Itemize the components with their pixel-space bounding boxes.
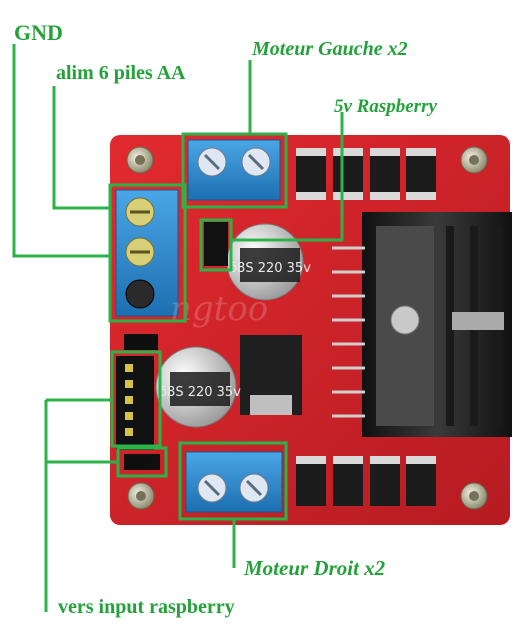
capacitor-top: δ8S 220 35v [226, 223, 311, 301]
diodes-top [296, 148, 436, 200]
diodes-bottom [296, 456, 436, 506]
heatsink [362, 212, 512, 437]
jumper-top [124, 334, 158, 350]
capacitor-top-text: δ8S 220 35v [229, 261, 311, 276]
jumper-bottom [124, 454, 160, 470]
label-gnd: GND [14, 20, 63, 45]
mounting-holes [126, 146, 488, 510]
terminal-block-top [187, 139, 281, 201]
leader-lines [12, 44, 344, 612]
label-5v-raspberry: 5v Raspberry [334, 96, 437, 117]
pin-header-left [116, 356, 154, 450]
label-moteur-droit: Moteur Droit x2 [244, 556, 386, 580]
capacitor-bottom: δ8S 220 35v [155, 346, 241, 428]
jumper-5v [204, 222, 228, 266]
label-moteur-gauche: Moteur Gauche x2 [252, 38, 408, 60]
regulator [240, 335, 302, 415]
label-alim: alim 6 piles AA [56, 62, 186, 84]
label-vers-input: vers input raspberry [58, 596, 235, 618]
terminal-block-bottom [185, 451, 283, 513]
capacitor-bottom-text: δ8S 220 35v [159, 385, 241, 400]
terminal-block-power [115, 189, 179, 317]
chip-pins [332, 246, 365, 418]
